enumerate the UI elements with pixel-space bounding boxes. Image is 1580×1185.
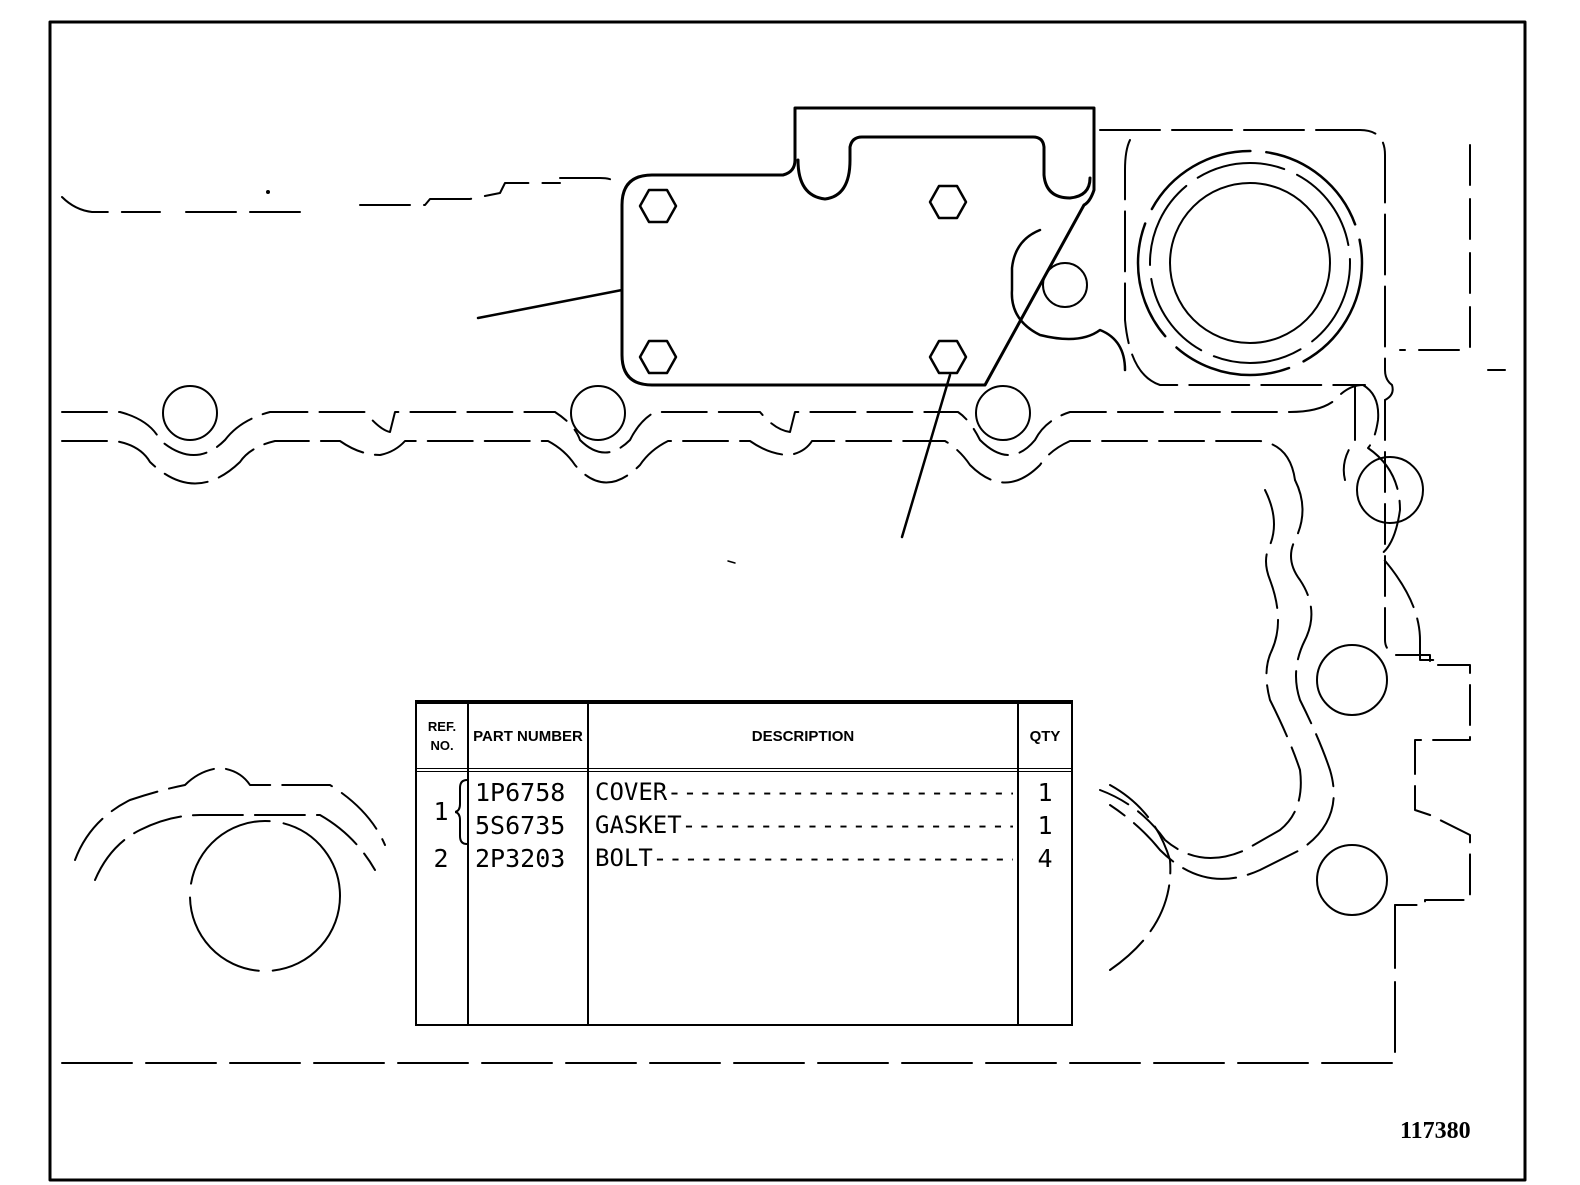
qty-cell: 1 [1037,778,1053,807]
leader-line-bolt [900,373,952,539]
dot-mark [266,190,270,194]
block-top-edge [61,177,621,213]
speck [727,560,736,564]
cylinder-bore-inner [1169,182,1331,344]
lower-left-arc-inner [94,814,376,881]
cylinder-bore-outer [1136,149,1364,377]
leader-line-cover [476,288,624,320]
gasket-lower-line [61,440,1296,485]
gasket-hole-right [1316,844,1388,916]
parts-list-table: REF. NO. PART NUMBER DESCRIPTION QTY 1P6… [415,700,1073,1026]
cover-bolt-hex [928,339,968,375]
boss-outline [1010,228,1127,372]
cylinder-bore-middle [1149,162,1351,364]
header-ref-no: REF. NO. [427,719,457,753]
col-divider [587,704,589,1024]
ref-cell: 2 [433,844,449,873]
header-qty: QTY [1029,727,1061,745]
gasket-right-outer-2 [1099,489,1302,859]
block-right-steps [1384,399,1471,906]
drawing-frame [48,20,1527,1182]
table-row: 2 2P3203 BOLT---------------------------… [417,842,1071,875]
lower-left-bore [189,820,341,972]
header-description: DESCRIPTION [751,727,855,745]
gasket-hole-right [1316,644,1388,716]
part-number-cell: 5S6735 [475,811,566,840]
block-right-inner [1124,139,1366,386]
leader-dots: ---------------------------------- [681,811,1013,839]
qty-cell: 1 [1037,811,1053,840]
lower-left-arc-outer [74,767,386,861]
col-divider [467,704,469,1024]
gasket-hole [162,385,218,441]
cover-bolt-hex [638,188,678,224]
part-number-cell: 1P6758 [475,778,566,807]
gasket-right-inner [1109,479,1335,880]
gasket-upper-line [61,384,1364,456]
ref-brace [455,779,468,845]
figure-number: 117380 [1400,1118,1471,1144]
description-cell: BOLT------------------------------------… [595,842,1013,875]
table-row: 1 5S6735 GASKET-------------------------… [417,797,1071,842]
gasket-hole-right [1356,456,1424,524]
gasket-right-outer [1342,384,1441,661]
block-bottom-edge [61,904,1396,1064]
cover-plate [620,106,1096,387]
gasket-hole [975,385,1031,441]
block-right-outline [1099,129,1394,401]
lower-mid-arc [1109,784,1172,971]
qty-cell: 4 [1037,844,1053,873]
cover-bolt-hex [928,184,968,220]
right-edge-line [1399,144,1471,351]
boss-hole [1042,262,1088,308]
ref-cell: 1 [433,797,449,826]
cover-lift-slot [796,135,1092,201]
description-cell: COVER-----------------------------------… [595,776,1013,809]
part-number-cell: 2P3203 [475,844,566,873]
header-part-number: PART NUMBER [473,727,583,745]
leader-dots: ------------------------------------ [667,778,1013,806]
leader-dots: ----------------------------------------… [652,844,1013,872]
table-row: 1P6758 COVER----------------------------… [417,776,1071,809]
table-header: REF. NO. PART NUMBER DESCRIPTION QTY [417,704,1071,772]
col-divider [1017,704,1019,1024]
cover-bolt-hex [638,339,678,375]
description-cell: GASKET---------------------------------- [595,809,1013,842]
gasket-hole [570,385,626,441]
